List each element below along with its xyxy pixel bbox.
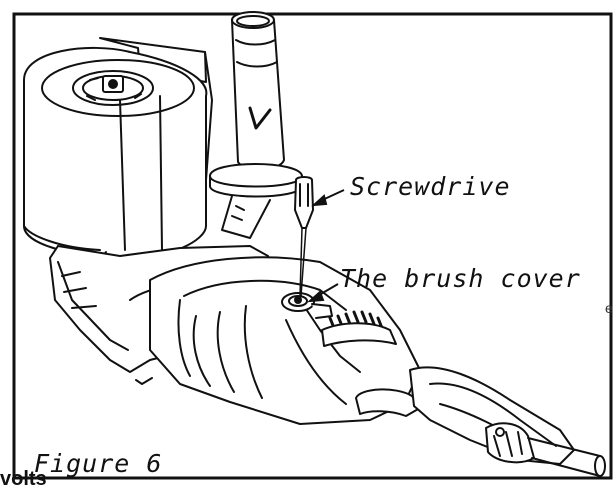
vent-slots — [328, 310, 384, 330]
edge-text-fragment: e — [605, 300, 613, 316]
trigger-switch — [355, 388, 421, 417]
figure-frame — [12, 12, 613, 480]
callout-brush-cover: The brush cover — [340, 264, 581, 293]
callout-screwdrive: Screwdrive — [350, 172, 511, 201]
screwdriver — [294, 176, 314, 229]
side-handle — [231, 12, 285, 171]
callout-arrows — [307, 189, 345, 303]
cut-off-text: volts — [0, 468, 47, 490]
figure-caption: Figure 6 — [34, 449, 163, 478]
angle-grinder-drawing — [23, 11, 606, 477]
power-cord — [527, 437, 601, 477]
motor-housing — [149, 256, 421, 425]
handle-guard-disc — [209, 163, 303, 198]
